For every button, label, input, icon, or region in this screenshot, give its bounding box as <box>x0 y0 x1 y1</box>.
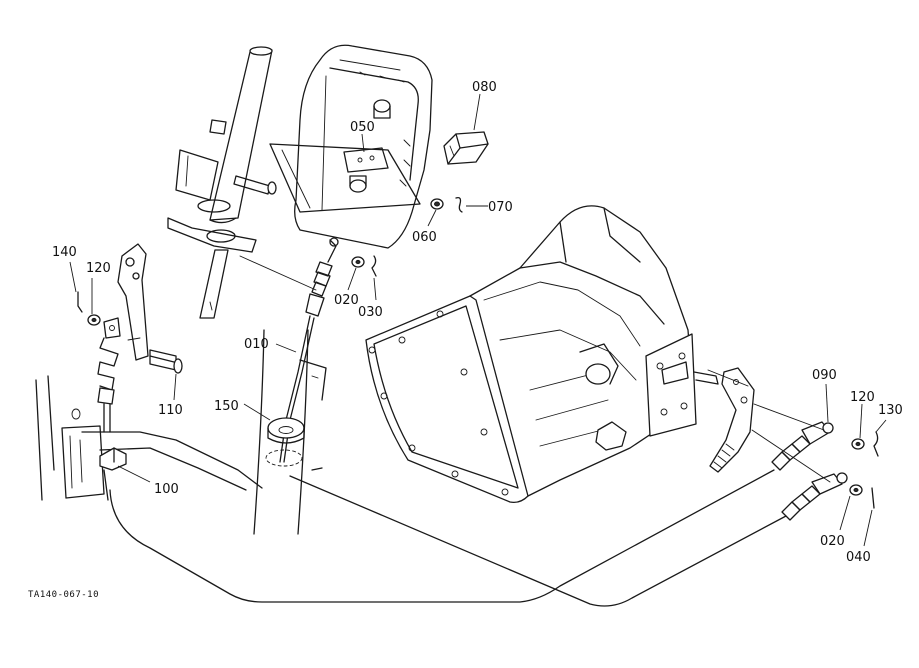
left-support-structure <box>35 375 263 501</box>
shift-tower-housing <box>269 44 433 249</box>
label-090: 090 <box>812 368 837 383</box>
shift-column <box>167 46 277 319</box>
right-small-parts <box>849 431 879 509</box>
figure-code: TA140-067-10 <box>28 590 99 600</box>
label-060: 060 <box>412 230 437 245</box>
long-control-cable <box>109 369 848 607</box>
label-140: 140 <box>52 245 77 260</box>
part-number-labels: 080 050 070 060 020 030 010 150 100 110 … <box>28 80 903 600</box>
label-020-lower: 020 <box>820 534 845 549</box>
frame-member <box>253 329 327 535</box>
label-040: 040 <box>846 550 871 565</box>
label-130: 130 <box>878 403 903 418</box>
label-020-upper: 020 <box>334 293 359 308</box>
label-150: 150 <box>214 399 239 414</box>
leader-lines <box>69 93 887 547</box>
transmission-housing <box>365 205 719 504</box>
label-070: 070 <box>488 200 513 215</box>
left-lever <box>77 243 183 374</box>
left-cable-end <box>97 337 127 501</box>
label-120-left: 120 <box>86 261 111 276</box>
label-110: 110 <box>158 403 183 418</box>
label-120-right: 120 <box>850 390 875 405</box>
cap-080 <box>443 131 489 165</box>
label-050: 050 <box>350 120 375 135</box>
label-010: 010 <box>244 337 269 352</box>
pin-070 <box>455 196 463 213</box>
label-030: 030 <box>358 305 383 320</box>
grommet-150 <box>265 417 305 467</box>
label-100: 100 <box>154 482 179 497</box>
label-080: 080 <box>472 80 497 95</box>
